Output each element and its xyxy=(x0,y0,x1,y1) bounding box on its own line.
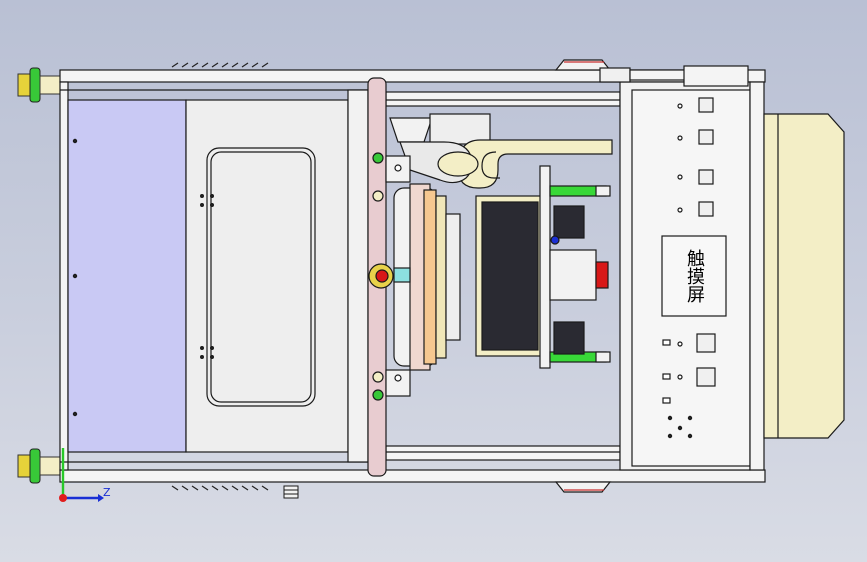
disc-assembly xyxy=(385,155,461,397)
left-enclosure xyxy=(67,89,369,463)
outer-frame xyxy=(59,69,766,483)
control-panel xyxy=(619,81,765,471)
top-bracket xyxy=(389,113,613,189)
inner-rails xyxy=(385,91,621,461)
red-button xyxy=(368,263,394,289)
z-axis-label: Z xyxy=(103,486,111,499)
left-bottom-bolt xyxy=(17,448,65,484)
bottom-part xyxy=(60,484,299,499)
left-top-bolt xyxy=(17,67,65,103)
top-right-handle xyxy=(554,59,749,493)
top-fastener-row xyxy=(171,62,269,491)
yellow-octagon xyxy=(763,113,845,439)
dark-block xyxy=(475,165,611,369)
axis-triad xyxy=(59,448,104,502)
